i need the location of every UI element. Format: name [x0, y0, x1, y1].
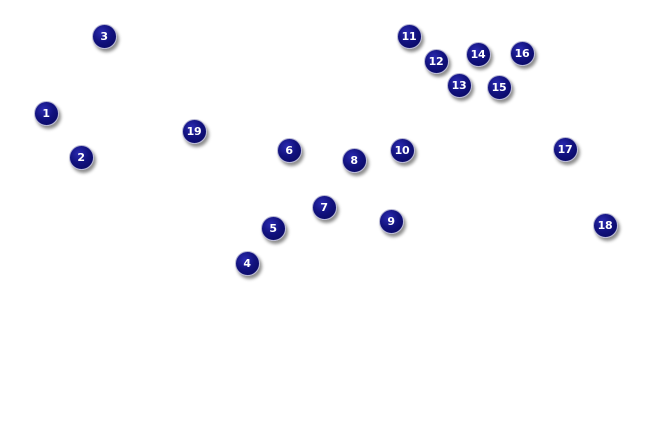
marker-label: 2: [77, 150, 85, 164]
marker-1[interactable]: 1: [33, 100, 59, 126]
marker-label: 7: [320, 200, 328, 214]
marker-6[interactable]: 6: [276, 137, 302, 163]
marker-7[interactable]: 7: [311, 194, 337, 220]
marker-label: 6: [285, 143, 293, 157]
marker-8[interactable]: 8: [341, 147, 367, 173]
marker-label: 15: [491, 80, 507, 94]
marker-2[interactable]: 2: [68, 144, 94, 170]
marker-label: 17: [557, 142, 573, 156]
marker-11[interactable]: 11: [396, 23, 422, 49]
marker-3[interactable]: 3: [91, 23, 117, 49]
marker-label: 13: [451, 78, 467, 92]
marker-label: 16: [514, 46, 530, 60]
marker-label: 18: [597, 218, 613, 232]
marker-19[interactable]: 19: [181, 118, 207, 144]
marker-label: 1: [42, 106, 50, 120]
marker-label: 3: [100, 29, 108, 43]
marker-4[interactable]: 4: [234, 250, 260, 276]
marker-14[interactable]: 14: [465, 41, 491, 67]
marker-17[interactable]: 17: [552, 136, 578, 162]
marker-18[interactable]: 18: [592, 212, 618, 238]
marker-15[interactable]: 15: [486, 74, 512, 100]
marker-10[interactable]: 10: [389, 137, 415, 163]
marker-label: 10: [394, 143, 410, 157]
marker-12[interactable]: 12: [423, 48, 449, 74]
marker-13[interactable]: 13: [446, 72, 472, 98]
marker-label: 19: [186, 124, 202, 138]
marker-label: 12: [428, 54, 444, 68]
marker-label: 5: [269, 221, 277, 235]
marker-label: 11: [401, 29, 417, 43]
marker-9[interactable]: 9: [378, 208, 404, 234]
marker-5[interactable]: 5: [260, 215, 286, 241]
marker-label: 8: [350, 153, 358, 167]
marker-label: 9: [387, 214, 395, 228]
marker-16[interactable]: 16: [509, 40, 535, 66]
marker-label: 14: [470, 47, 486, 61]
marker-label: 4: [243, 256, 251, 270]
